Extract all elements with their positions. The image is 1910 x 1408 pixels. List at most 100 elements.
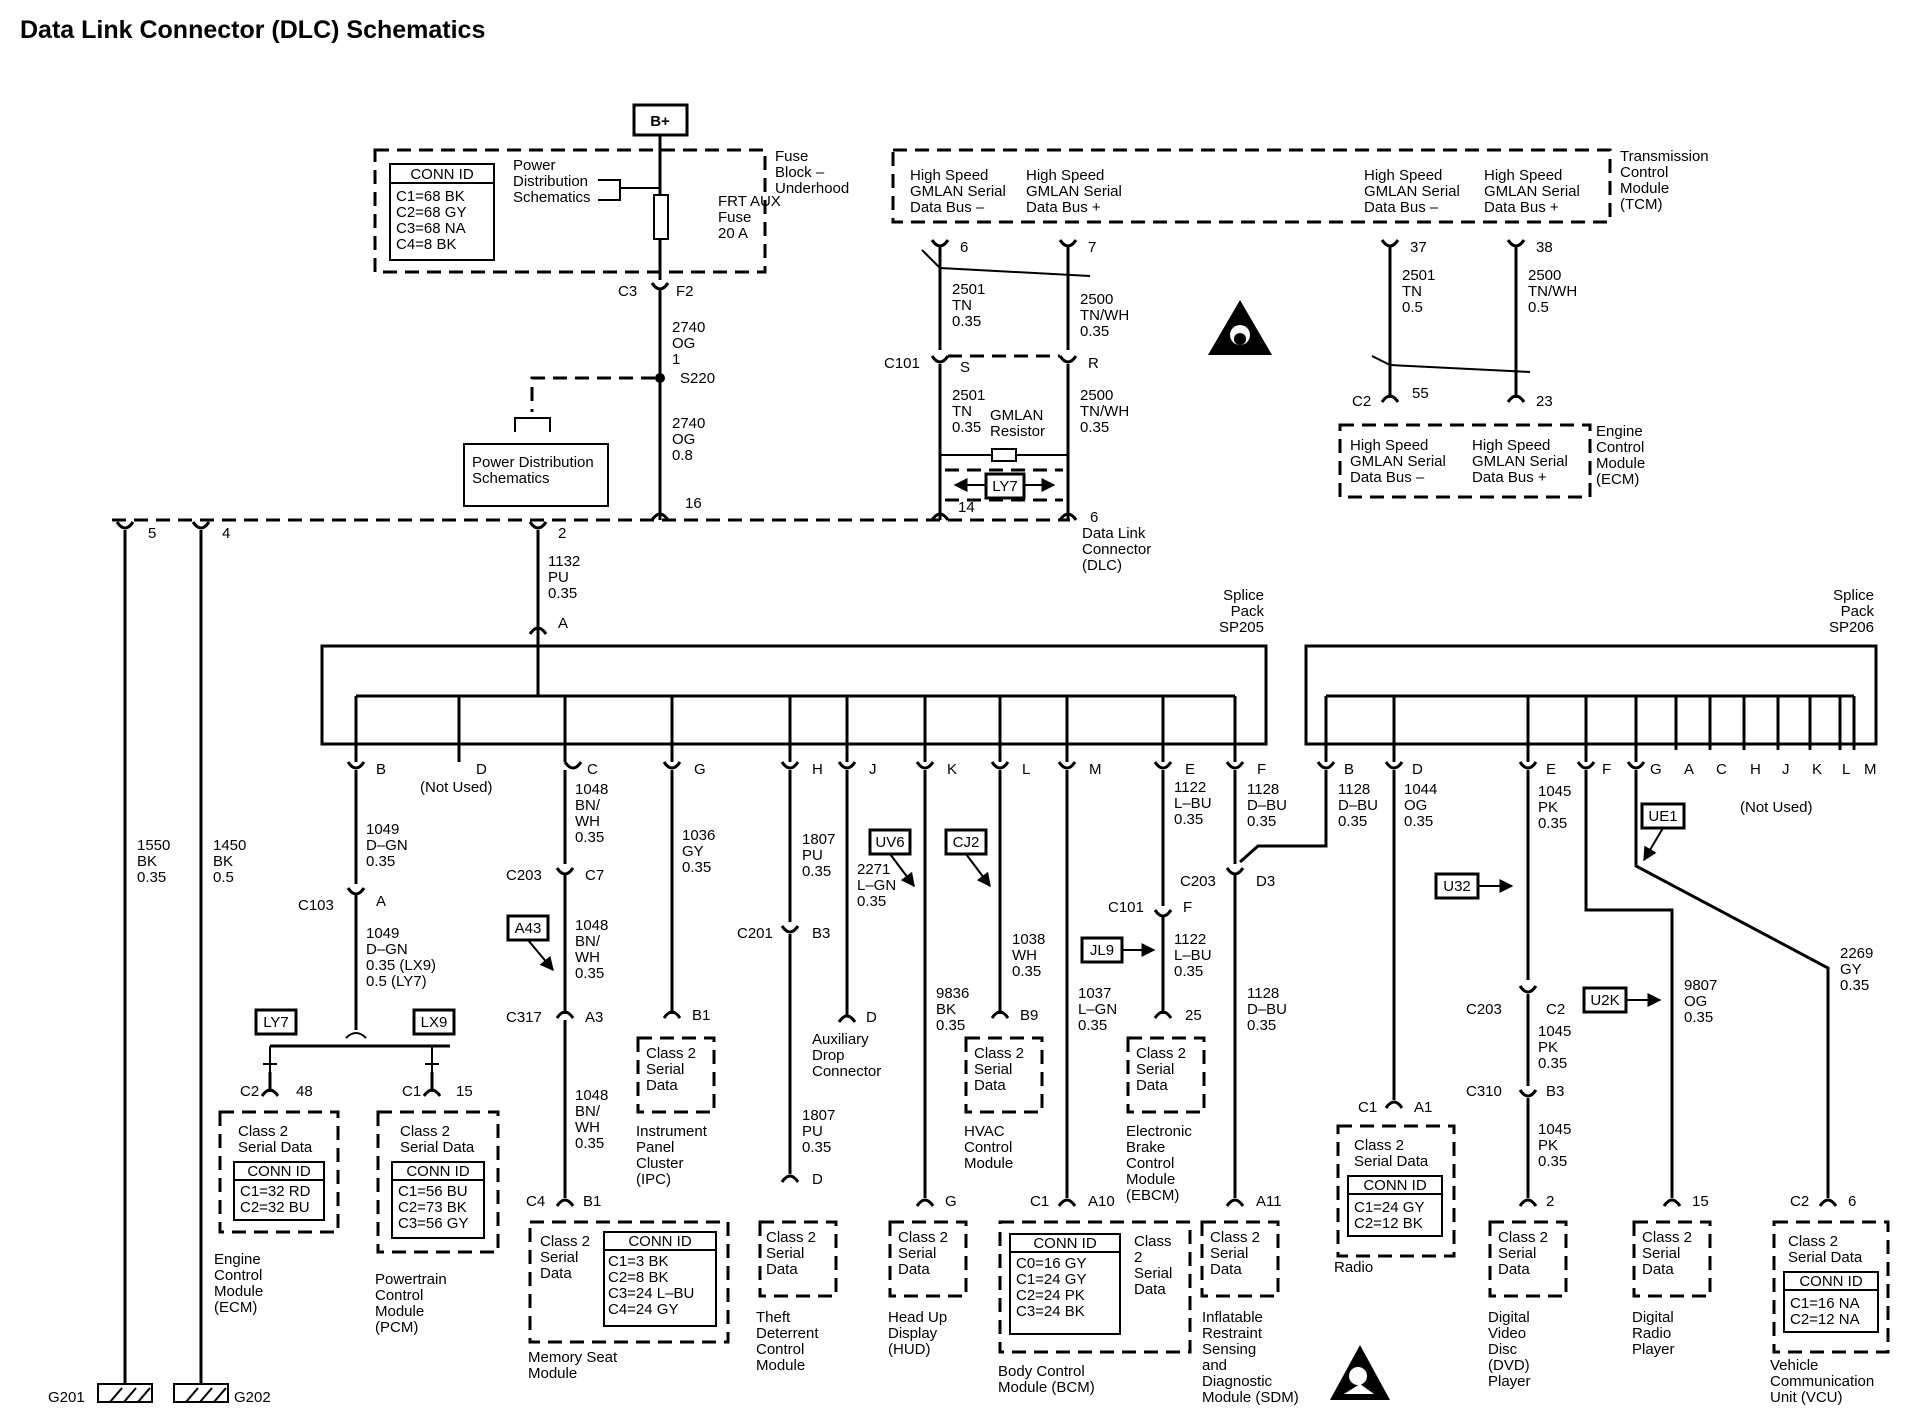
- diagram-label: SP205: [1219, 619, 1264, 636]
- diagram-label: Brake: [1126, 1139, 1165, 1156]
- diagram-label: 1128: [1247, 781, 1279, 798]
- diagram-label: 0.35: [1840, 977, 1869, 994]
- diagram-label: Data Bus +: [1484, 199, 1559, 216]
- diagram-label: L: [1842, 761, 1850, 778]
- diagram-label: D–GN: [366, 941, 408, 958]
- diagram-label: WH: [1012, 947, 1037, 964]
- diagram-label: D–BU: [1338, 797, 1378, 814]
- conn-id-row: C4=8 BK: [396, 236, 456, 253]
- diagram-label: 48: [296, 1083, 313, 1100]
- diagram-label: Data: [1498, 1261, 1530, 1278]
- diagram-label: B3: [812, 925, 830, 942]
- diagram-label: 15: [1692, 1193, 1709, 1210]
- diagram-label: B1: [692, 1007, 710, 1024]
- diagram-label: 2: [1546, 1193, 1554, 1210]
- diagram-label: Splice: [1223, 587, 1264, 604]
- diagram-label: C7: [585, 867, 604, 884]
- diagram-label: Radio: [1632, 1325, 1671, 1342]
- diagram-label: C2=8 BK: [608, 1269, 668, 1286]
- diagram-label: 2271: [857, 861, 890, 878]
- diagram-label: Player: [1488, 1373, 1531, 1390]
- diagram-label: A3: [585, 1009, 603, 1026]
- diagram-label: Class 2: [1136, 1045, 1186, 1062]
- diagram-label: GMLAN Serial: [1472, 453, 1568, 470]
- option-jl9-label: JL9: [1090, 942, 1114, 959]
- ecm-top-outline: [1338, 423, 1592, 499]
- diagram-label: Splice: [1833, 587, 1874, 604]
- diagram-label: Panel: [636, 1139, 674, 1156]
- fuse-label: 20 A: [718, 225, 748, 242]
- diagram-label: 0.5: [213, 869, 234, 886]
- diagram-label: Serial: [646, 1061, 684, 1078]
- diagram-label: Module: [1596, 455, 1645, 472]
- diagram-label: Deterrent: [756, 1325, 819, 1342]
- diagram-label: Body Control: [998, 1363, 1085, 1380]
- diagram-label: L–GN: [857, 877, 896, 894]
- diagram-label: 0.5: [1528, 299, 1549, 316]
- diagram-label: Auxiliary: [812, 1031, 869, 1048]
- diagram-label: 1132: [548, 553, 580, 570]
- diagram-label: 0.35: [1012, 963, 1041, 980]
- diagram-label: Memory Seat: [528, 1349, 618, 1366]
- diagram-label: WH: [575, 949, 600, 966]
- diagram-label: G: [945, 1193, 957, 1210]
- diagram-label: Module: [528, 1365, 577, 1382]
- diagram-label: TN: [1402, 283, 1422, 300]
- diagram-label: CONN ID: [1799, 1273, 1863, 1290]
- diagram-label: (IPC): [636, 1171, 671, 1188]
- wire-2740-label: 0.8: [672, 447, 693, 464]
- diagram-label: 0.5: [1402, 299, 1423, 316]
- diagram-label: J: [869, 761, 877, 778]
- diagram-label: C3=24 BK: [1016, 1303, 1085, 1320]
- diagram-label: A1: [1414, 1099, 1432, 1116]
- diagram-label: Cluster: [636, 1155, 684, 1172]
- wire-2740-label: 2740: [672, 415, 705, 432]
- diagram-label: 0.35: [1080, 323, 1109, 340]
- option-a43-label: A43: [515, 920, 542, 937]
- diagram-label: A11: [1256, 1193, 1282, 1210]
- fuse-icon: [653, 194, 669, 240]
- conn-id-header: CONN ID: [410, 166, 474, 183]
- option-ly7-label: LY7: [992, 478, 1018, 495]
- diagram-label: TN: [952, 297, 972, 314]
- diagram-label: CONN ID: [628, 1233, 692, 1250]
- option-ue1-label: UE1: [1648, 808, 1677, 825]
- connector-c3-label: C3: [618, 283, 637, 300]
- diagram-label: Sensing: [1202, 1341, 1256, 1358]
- diagram-label: 2501: [1402, 267, 1435, 284]
- conn-id-row: C3=68 NA: [396, 220, 466, 237]
- diagram-label: 0.35: [1078, 1017, 1107, 1034]
- diagram-label: 1128: [1247, 985, 1279, 1002]
- module-ecm: Class 2 Serial Data CONN ID C1=32 RD C2=…: [214, 1110, 340, 1316]
- diagram-label: C317: [506, 1009, 542, 1026]
- pin-f2-label: F2: [676, 283, 694, 300]
- ecm-top-section: 2501 TN 0.5 2500 TN/WH 0.5 C2 55 23 High…: [1338, 247, 1645, 499]
- diagram-label: 7: [1088, 239, 1096, 256]
- diagram-label: GY: [682, 843, 704, 860]
- diagram-label: 2500: [1528, 267, 1561, 284]
- diagram-label: C1=3 BK: [608, 1253, 668, 1270]
- diagram-label: 0.35: [1538, 1055, 1567, 1072]
- diagram-label: Class 2: [974, 1045, 1024, 1062]
- diagram-label: High Speed: [1364, 167, 1442, 184]
- tcm-outline: [891, 148, 1612, 224]
- diagram-label: F: [1183, 899, 1192, 916]
- diagram-label: PU: [548, 569, 569, 586]
- diagram-label: Class 2: [400, 1123, 450, 1140]
- diagram-label: 2500: [1080, 291, 1113, 308]
- diagram-label: Connector: [812, 1063, 881, 1080]
- diagram-label: D–GN: [366, 837, 408, 854]
- diagram-label: A: [376, 893, 386, 910]
- diagram-label: 6: [960, 239, 968, 256]
- conn-id-row: C2=68 GY: [396, 204, 466, 221]
- diagram-label: PK: [1538, 1137, 1558, 1154]
- diagram-label: Digital: [1488, 1309, 1530, 1326]
- diagram-label: F: [1257, 761, 1266, 778]
- diagram-label: 1037: [1078, 985, 1111, 1002]
- diagram-label: C4: [526, 1193, 545, 1210]
- diagram-label: 1036: [682, 827, 715, 844]
- diagram-label: Digital: [1632, 1309, 1674, 1326]
- diagram-label: BN/: [575, 933, 601, 950]
- diagram-label: 0.35: [682, 859, 711, 876]
- diagram-label: Module: [756, 1357, 805, 1374]
